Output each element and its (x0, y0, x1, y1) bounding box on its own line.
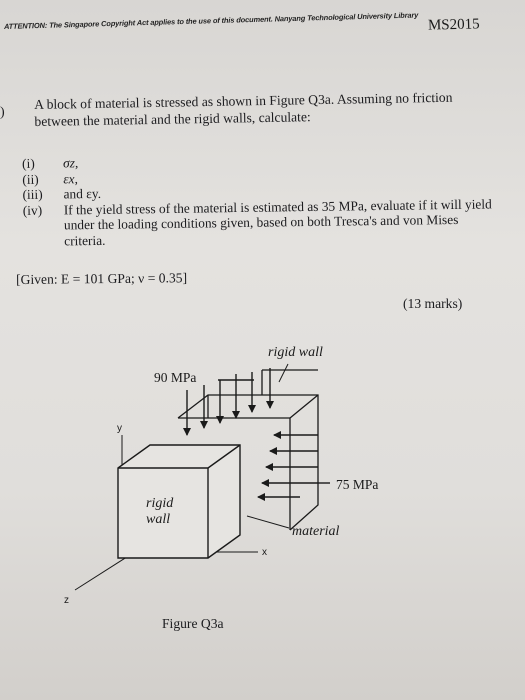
top-stress-arrows (183, 368, 274, 436)
axes (74, 435, 258, 591)
rigid-wall-top-label: rigid wall (268, 345, 323, 360)
rigid-wall-front-label: rigid (146, 496, 174, 511)
rigid-wall-front (117, 444, 241, 559)
figure-caption: Figure Q3a (162, 616, 224, 631)
z-axis (74, 554, 131, 591)
side-stress-label: 75 MPa (336, 477, 378, 492)
y-axis-label: y (117, 423, 122, 434)
side-stress-arrows (257, 431, 330, 501)
question-number: ) (0, 105, 5, 120)
x-axis-label: x (262, 547, 267, 558)
material-label: material (292, 524, 340, 539)
z-axis-label: z (64, 595, 69, 606)
marks: (13 marks) (403, 296, 463, 311)
top-stress-label: 90 MPa (154, 370, 196, 385)
material-leader (246, 515, 290, 529)
rigid-wall-side (261, 369, 318, 395)
rigid-wall-leader (278, 363, 289, 383)
rigid-wall-front-label: wall (146, 512, 170, 527)
